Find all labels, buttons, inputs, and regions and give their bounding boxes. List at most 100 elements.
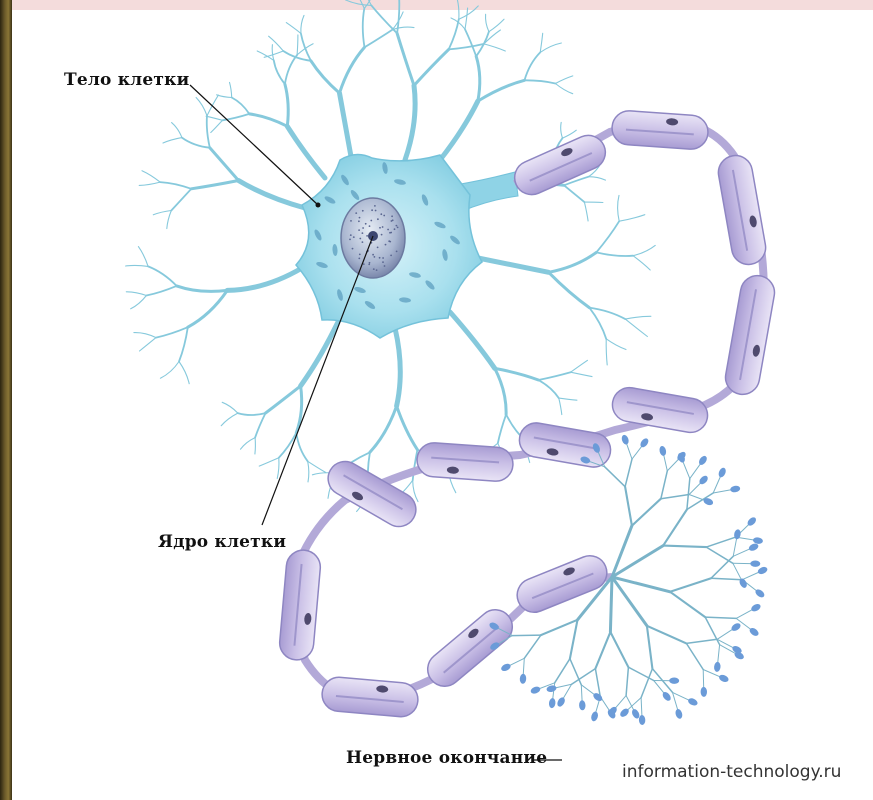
dendrite-branch [177, 286, 228, 292]
dendrite-branch [555, 84, 572, 94]
myelin-segment-body [723, 273, 777, 397]
terminal-branch [512, 635, 541, 636]
terminal-branch [670, 578, 711, 592]
dendrite-branch [274, 60, 285, 84]
dendrite-branch [255, 413, 265, 438]
synaptic-bouton [674, 708, 683, 719]
dendrite-branch [449, 44, 484, 50]
synaptic-bouton [730, 485, 741, 493]
dendrite-branch [549, 252, 597, 272]
terminal-branch [663, 510, 687, 546]
dendrite-branch [153, 211, 171, 215]
dendrite-branch [571, 360, 588, 372]
cell-body-label: Тело клетки [64, 70, 189, 90]
synaptic-bouton [519, 674, 526, 684]
chromatin-dot [371, 209, 373, 211]
synaptic-bouton [714, 662, 721, 673]
dendrite-branch [618, 195, 620, 221]
terminal-branch [605, 467, 625, 487]
terminal-branch [541, 620, 578, 635]
synaptic-bouton [730, 622, 742, 633]
synaptic-bouton [639, 715, 646, 725]
dendrite-branch [440, 101, 478, 160]
dendrite-branch [172, 123, 182, 138]
chromatin-dot [362, 227, 364, 229]
dendrite-branch [450, 312, 495, 368]
dendrite-branch [131, 296, 147, 309]
dendrite-branch [296, 386, 301, 433]
dendrite-branch [179, 362, 189, 384]
synaptic-bouton [579, 700, 586, 710]
dendrite-branch [606, 339, 607, 365]
dendrite-branch [301, 15, 304, 33]
chromatin-dot [384, 265, 386, 267]
dendrite-branch [249, 114, 287, 126]
terminal-branch [555, 659, 570, 683]
terminal-branch [595, 669, 600, 697]
synaptic-bouton [717, 467, 727, 479]
chromatin-dot [372, 254, 374, 256]
terminal-branch [625, 487, 632, 526]
chromatin-dot [390, 232, 392, 234]
chromatin-dot [392, 219, 394, 221]
chromatin-dot [365, 223, 367, 225]
synaptic-bouton [590, 711, 599, 722]
synaptic-bouton [750, 602, 762, 612]
chromatin-dot [396, 251, 398, 253]
synaptic-bouton [530, 685, 542, 695]
dendrite-branch [465, 29, 476, 56]
synaptic-bouton [639, 437, 650, 449]
dendrite-branch [140, 338, 157, 351]
dendrite-branch [272, 45, 274, 61]
dendrite-branch [196, 98, 207, 116]
chromatin-dot [382, 257, 384, 259]
synaptic-bouton [748, 626, 760, 637]
synaptic-bouton [592, 692, 604, 703]
chromatin-dot [377, 218, 379, 220]
chromatin-dot [350, 220, 352, 222]
terminal-branch [686, 639, 717, 643]
dendrite-branch [555, 76, 572, 84]
myelin-segment [421, 603, 519, 693]
dendrite-branch [210, 148, 239, 181]
dendrite-branch [370, 406, 397, 452]
synaptic-bouton [687, 697, 699, 707]
dendrite-branch [561, 122, 563, 138]
chromatin-dot [376, 269, 378, 271]
dendrite-branch [540, 43, 561, 52]
myelin-segment [278, 549, 321, 662]
dendrite-branch [238, 413, 266, 415]
terminal-branch [705, 617, 736, 618]
dendrite-branch [148, 266, 177, 286]
myelin-segment-body [321, 676, 420, 718]
dendrite-branch [538, 380, 558, 398]
dendrite-branch [589, 177, 606, 180]
dendrite-branch [596, 252, 633, 256]
myelin-segment [611, 110, 709, 151]
dendrite-branch [465, 8, 468, 29]
chromatin-dot [369, 262, 371, 264]
synaptic-bouton [621, 434, 630, 446]
dendrite-branch [188, 290, 228, 327]
cell-nucleus-label: Ядро клетки [158, 532, 286, 552]
dendrite-branch [498, 414, 506, 443]
dendrite-branch [563, 130, 577, 138]
synaptic-bouton [556, 696, 567, 708]
dendrite-branch [182, 138, 210, 148]
terminal-branch [632, 499, 661, 526]
dendrite-branch [239, 181, 306, 209]
dendrite-branch [142, 171, 160, 182]
chromatin-dot [397, 227, 399, 229]
dendrite-branch [255, 438, 256, 454]
dendrite-branch [414, 49, 449, 85]
terminal-branch [670, 592, 705, 617]
dendrite-branch [126, 265, 149, 266]
terminal-branch [663, 546, 706, 548]
chromatin-dot [379, 227, 381, 229]
dendrite-branch [311, 61, 340, 93]
dendrite-branch [525, 52, 541, 80]
myelin-segment [321, 676, 420, 718]
synaptic-bouton [659, 445, 667, 456]
dendrite-branch [413, 480, 418, 501]
